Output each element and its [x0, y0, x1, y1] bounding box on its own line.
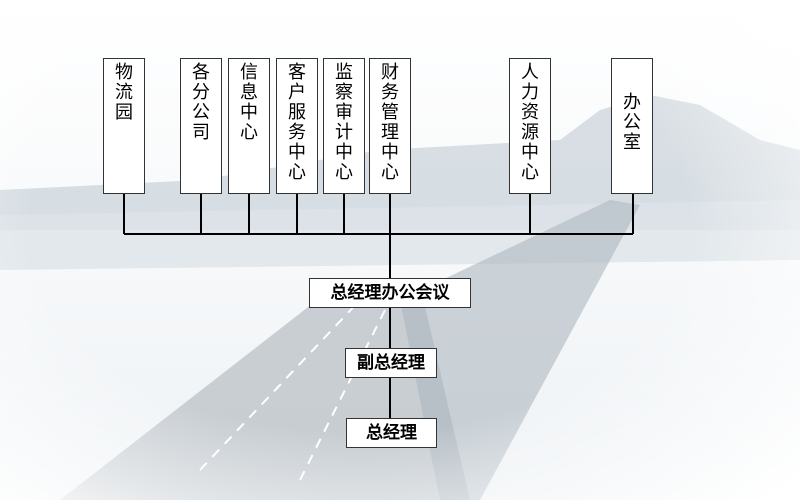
dept-box-info-center: 信息中心: [228, 58, 270, 194]
dept-box-hr: 人力资源中心: [509, 58, 551, 194]
gm-meeting-box: 总经理办公会议: [309, 278, 471, 308]
dept-label: 监察审计中心: [335, 62, 353, 183]
gm-box: 总经理: [346, 418, 437, 448]
dept-box-finance: 财务管理中心: [369, 58, 411, 194]
dept-label: 财务管理中心: [381, 62, 399, 183]
dept-label: 物流园: [115, 62, 133, 123]
deputy-gm-box: 副总经理: [345, 348, 437, 378]
dept-box-audit: 监察审计中心: [323, 58, 365, 194]
dept-label: 各分公司: [192, 62, 210, 143]
dept-box-logistics-park: 物流园: [103, 58, 145, 194]
dept-box-customer-service: 客户服务中心: [276, 58, 318, 194]
dept-label: 办公室: [623, 92, 641, 153]
dept-box-office: 办公室: [611, 58, 653, 194]
dept-label: 人力资源中心: [521, 62, 539, 183]
dept-label: 信息中心: [240, 62, 258, 143]
dept-label: 客户服务中心: [288, 62, 306, 183]
dept-box-branches: 各分公司: [180, 58, 222, 194]
